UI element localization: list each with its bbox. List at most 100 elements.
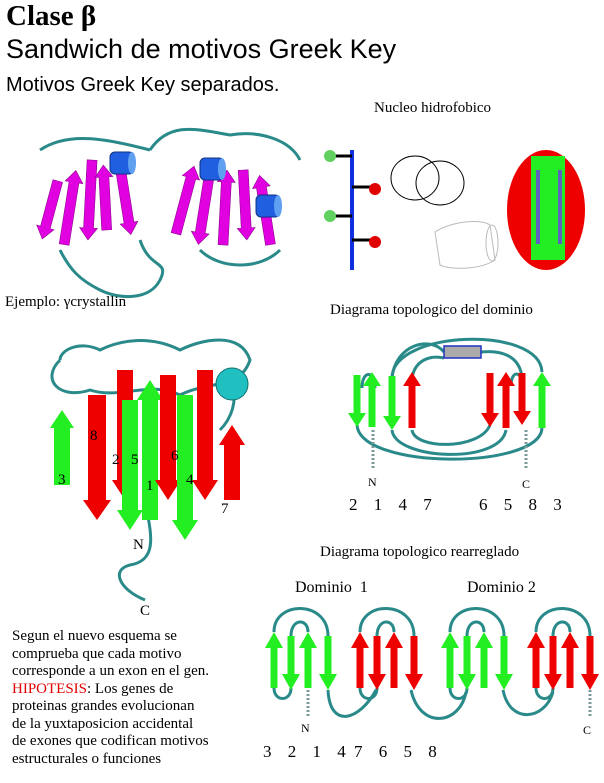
beta-strand-arrow xyxy=(348,375,366,427)
magenta-strand xyxy=(216,169,236,246)
hairpin-loop xyxy=(375,620,396,637)
hairpin-loop xyxy=(534,687,555,700)
beta-strand-arrow xyxy=(172,395,198,540)
page-subtitle: Sandwich de motivos Greek Key xyxy=(6,34,397,64)
loop-connector xyxy=(358,607,416,637)
paragraph-line: HIPOTESIS: Los genes de xyxy=(12,681,257,699)
c-terminus-label: C xyxy=(140,603,151,619)
residue-ball xyxy=(369,236,381,248)
sheet-outline xyxy=(390,155,440,201)
paragraph-line: Segun el nuevo esquema se xyxy=(12,628,177,644)
beta-strand-arrow xyxy=(94,164,114,231)
strand-number: 6 xyxy=(171,448,179,464)
strand-number: 1 xyxy=(146,478,154,494)
magenta-strand xyxy=(94,164,114,231)
loop-connector xyxy=(410,424,492,446)
c-terminus-label: C xyxy=(522,477,531,491)
sheet-outline xyxy=(415,160,465,206)
magenta-strand xyxy=(36,179,63,240)
paragraph-text: : Los genes de xyxy=(87,680,174,697)
strand-number: 7 xyxy=(221,501,229,517)
beta-strand-arrow xyxy=(458,636,476,690)
magenta-strand xyxy=(79,159,99,241)
sandwich-outline xyxy=(434,221,496,269)
hairpin-loop xyxy=(272,687,293,700)
beta-strand-arrow xyxy=(319,636,337,690)
section-heading: Motivos Greek Key separados. xyxy=(6,74,280,96)
beta-strand-arrow xyxy=(219,425,245,500)
hydrophobic-core-label: Nucleo hidrofobico xyxy=(374,100,492,116)
helix-box xyxy=(443,345,482,359)
magenta-strand xyxy=(236,169,256,241)
beta-strand-arrow xyxy=(265,632,283,688)
c-terminus-label: C xyxy=(583,723,592,737)
beta-strand-arrow xyxy=(544,636,562,690)
beta-strand-arrow xyxy=(368,636,386,690)
strand-number: 8 xyxy=(90,428,98,444)
beta-strand-arrow xyxy=(236,169,256,241)
rearranged-topology-title: Diagrama topologico rearreglado xyxy=(320,544,520,560)
beta-strand-arrow xyxy=(533,372,551,428)
beta-strand-arrow xyxy=(403,372,421,428)
beta-strand-arrow xyxy=(561,632,579,688)
magenta-strand xyxy=(58,170,84,246)
beta-strand-arrow xyxy=(363,372,381,427)
loop-connector xyxy=(534,607,592,637)
sheet-edge xyxy=(558,170,562,244)
beta-strand-arrow xyxy=(50,410,74,485)
magenta-strand xyxy=(170,165,201,236)
paragraph-line: proteinas grandes evolucionan xyxy=(12,698,195,714)
beta-strand-arrow xyxy=(527,632,545,688)
loop-connector xyxy=(409,689,468,720)
strand-number: 5 xyxy=(131,452,139,468)
page-title: Clase β xyxy=(6,0,97,32)
loop-connector xyxy=(326,689,378,718)
beta-strand-arrow xyxy=(137,380,163,520)
domain-topology-title: Diagrama topologico del dominio xyxy=(330,302,533,318)
residue-ball xyxy=(369,183,381,195)
n-terminus-label: N xyxy=(133,537,144,553)
beta-strand-arrow xyxy=(216,169,236,246)
beta-strand-arrow xyxy=(299,632,317,688)
paragraph-line: comprueba que cada motivo xyxy=(12,645,182,662)
beta-strand-arrow xyxy=(79,159,99,241)
domain-1-label: Dominio 1 xyxy=(295,579,368,596)
beta-strand-arrow xyxy=(192,370,218,500)
loop-connector xyxy=(390,337,544,379)
beta-strand-arrow xyxy=(495,636,513,690)
protein-backbone xyxy=(39,127,302,299)
strand-number: 3 xyxy=(58,472,66,488)
paragraph-line: estructurales o funciones xyxy=(12,750,162,767)
residue-ball xyxy=(324,150,336,162)
alpha-helix-cylinder xyxy=(215,367,249,401)
beta-strand-arrow xyxy=(513,373,531,425)
beta-strand-arrow xyxy=(117,400,143,530)
strand-order-left: 3 2 1 4 xyxy=(263,742,352,761)
strand-number: 4 xyxy=(186,472,194,488)
loop-connector xyxy=(355,424,544,461)
beta-strand-arrow xyxy=(170,165,201,236)
domain-2-label: Dominio 2 xyxy=(467,579,536,596)
residue-ball xyxy=(324,210,336,222)
beta-strand-arrow xyxy=(405,636,423,690)
hairpin-loop xyxy=(289,620,310,637)
helix-end xyxy=(218,158,226,180)
beta-strand-arrow xyxy=(351,632,369,688)
beta-strand-arrow xyxy=(497,372,515,428)
beta-strand-arrow xyxy=(475,632,493,688)
strand-order-right: 6 5 8 3 xyxy=(479,495,568,514)
helix-end xyxy=(274,195,282,217)
example-label: Ejemplo: γcrystallin xyxy=(5,294,127,310)
helix-end xyxy=(128,152,136,174)
beta-strand-arrow xyxy=(441,632,459,688)
loop-connector xyxy=(390,429,508,456)
strand-order-left: 2 1 4 7 xyxy=(349,495,438,514)
beta-strand-arrow xyxy=(581,636,599,690)
beta-strand-arrow xyxy=(282,636,300,690)
hairpin-loop xyxy=(465,620,486,637)
sandwich-outline xyxy=(485,224,499,262)
n-terminus-label: N xyxy=(301,721,310,735)
beta-strand-arrow xyxy=(383,376,401,430)
hypothesis-label: HIPOTESIS xyxy=(12,680,88,697)
